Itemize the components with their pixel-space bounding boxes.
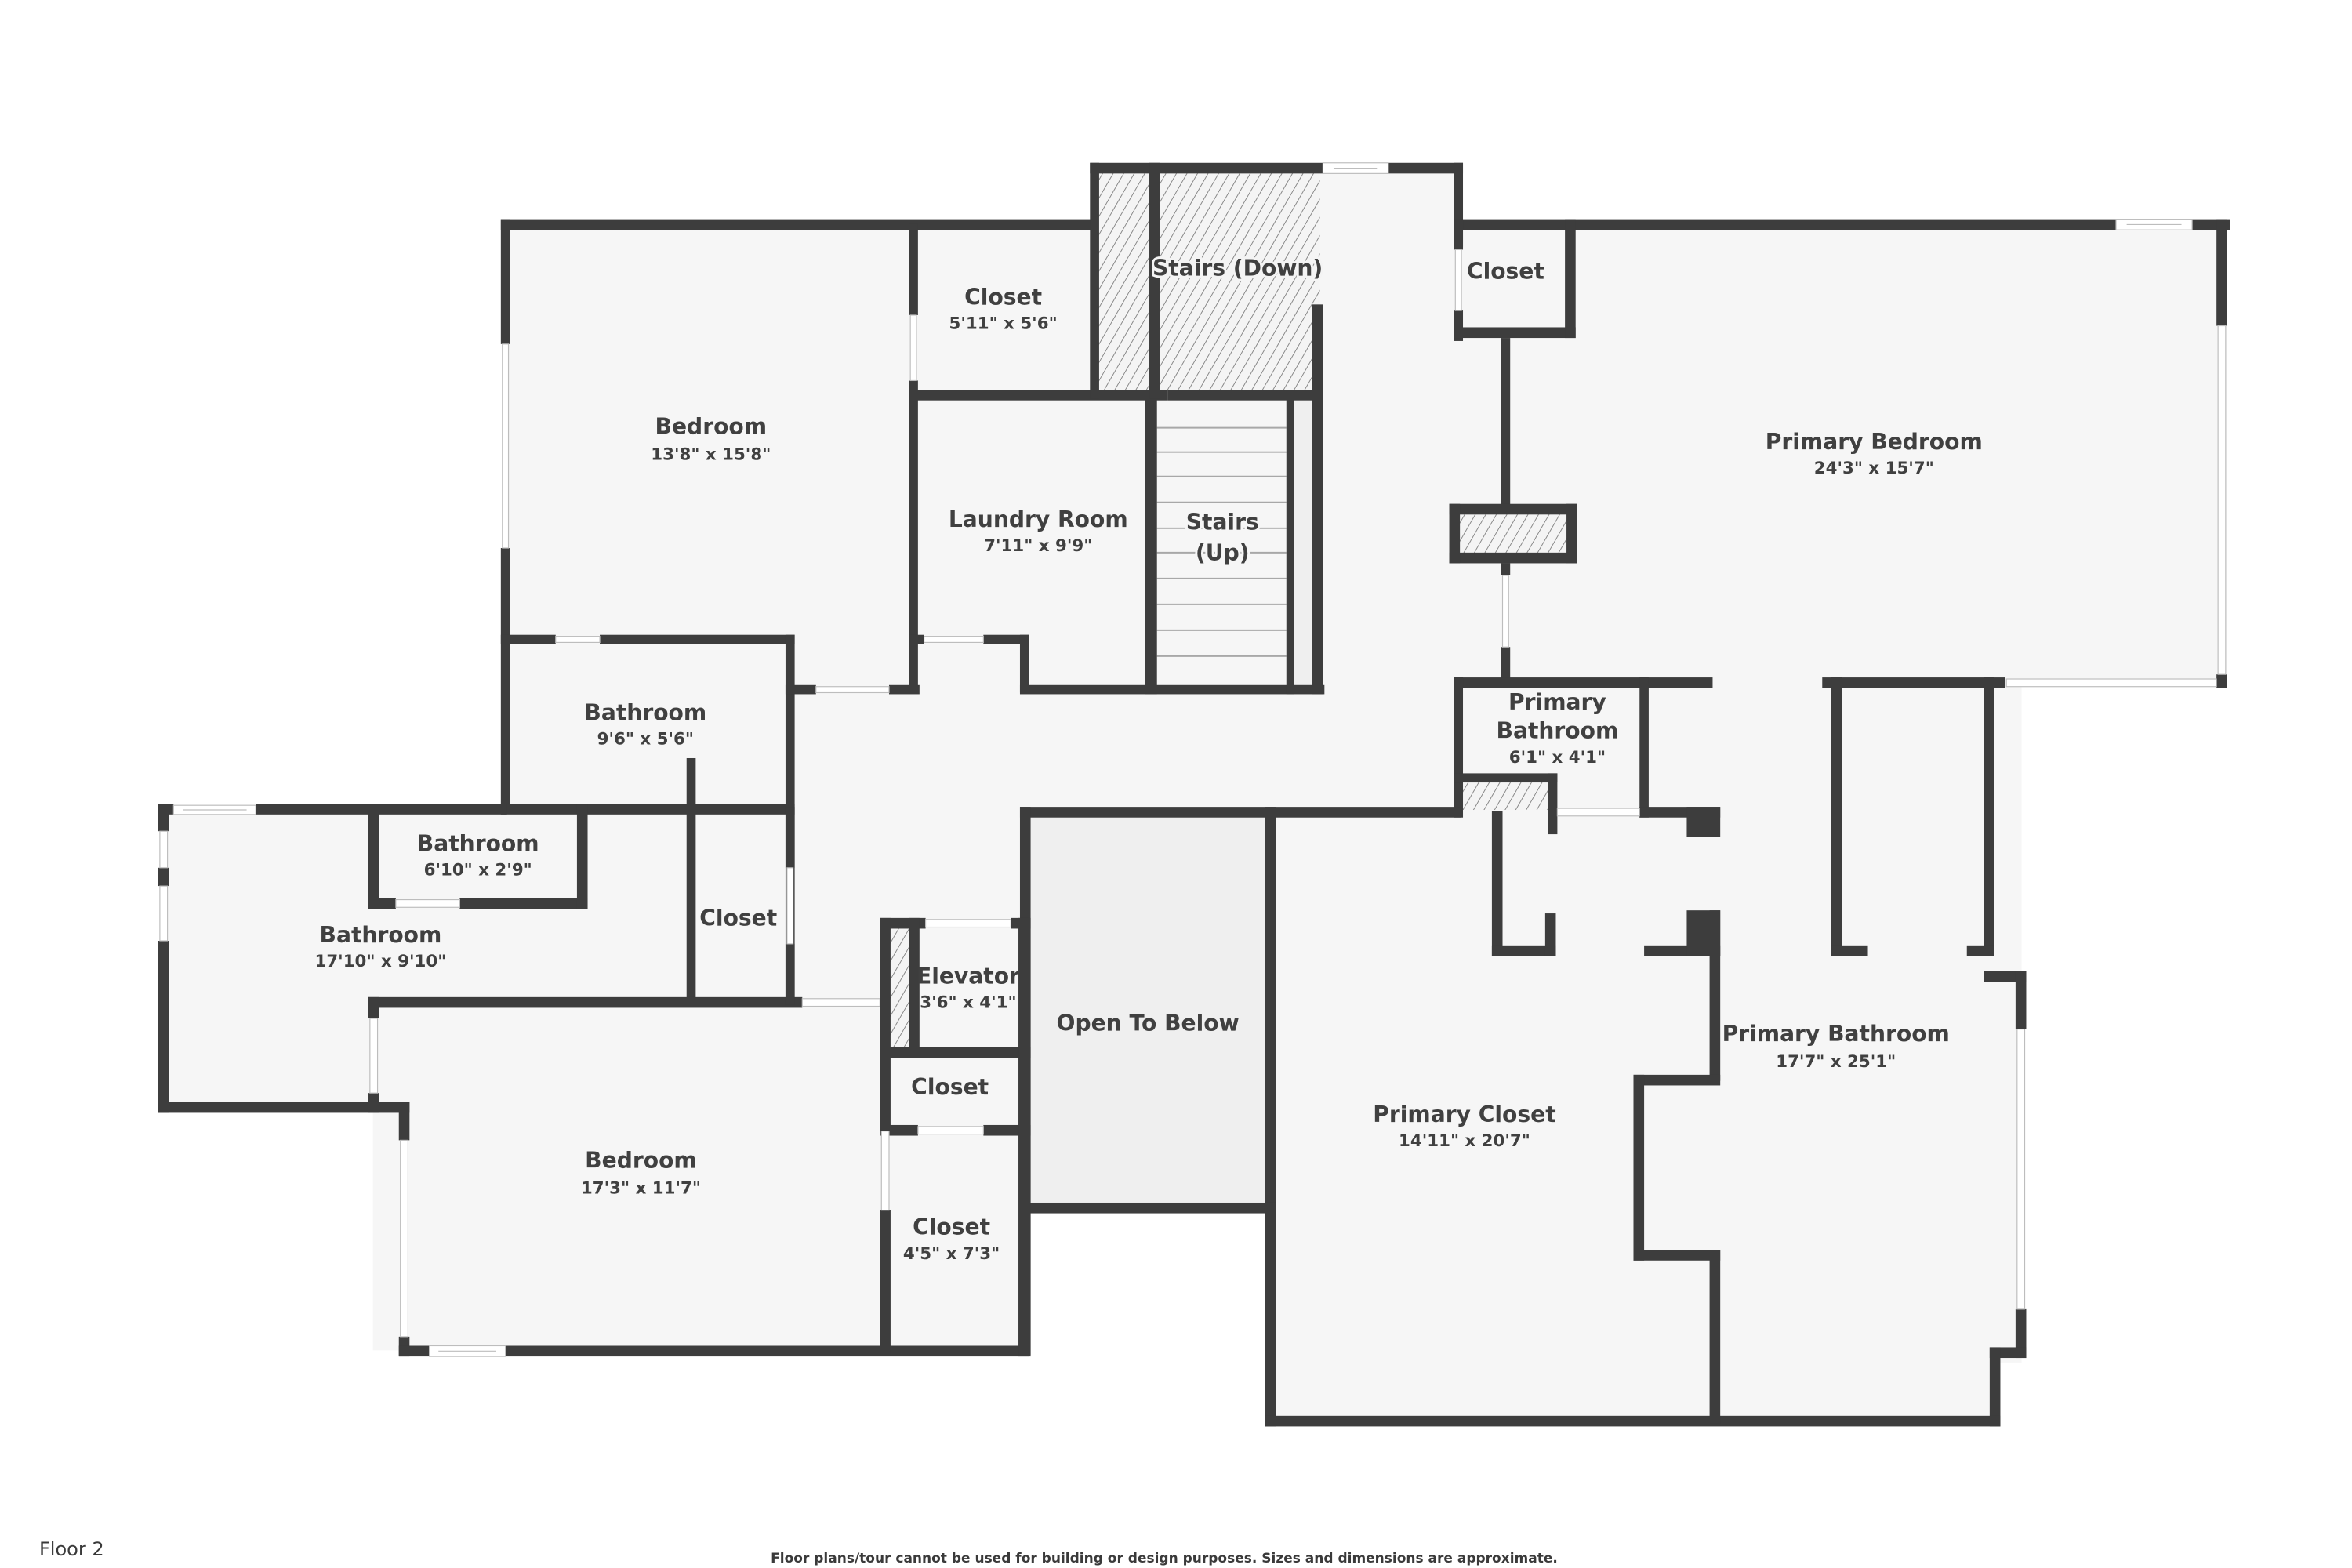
room-bedroom-1[interactable]: Bedroom 13'8" x 15'8" <box>651 413 771 464</box>
room-closet-4[interactable]: Closet <box>911 1074 989 1100</box>
walls <box>158 162 2230 1427</box>
windows <box>159 162 2227 1357</box>
room-primary-bathroom-small[interactable]: Primary Bathroom 6'1" x 4'1" <box>1497 689 1619 768</box>
room-open-to-below[interactable]: Open To Below <box>1057 1011 1240 1036</box>
disclaimer-text: Floor plans/tour cannot be used for buil… <box>771 1551 1558 1566</box>
stairs-up-treads <box>1156 398 1312 693</box>
room-elevator[interactable]: Elevator 3'6" x 4'1" <box>916 963 1020 1012</box>
room-name: Stairs <box>1186 510 1259 535</box>
room-dims: 17'7" x 25'1" <box>1776 1052 1896 1072</box>
room-dims: 17'10" x 9'10" <box>314 952 446 971</box>
room-dims: 3'6" x 4'1" <box>920 993 1016 1012</box>
room-dims: 7'11" x 9'9" <box>984 536 1092 556</box>
room-closet-5[interactable]: Closet 4'5" x 7'3" <box>903 1214 1000 1264</box>
room-closet-1[interactable]: Closet 5'11" x 5'6" <box>949 284 1058 333</box>
room-name: Open To Below <box>1057 1011 1240 1036</box>
room-primary-bathroom[interactable]: Primary Bathroom 17'7" x 25'1" <box>1722 1021 1950 1072</box>
room-name: Stairs (Down) <box>1152 255 1323 281</box>
hatched-areas <box>887 172 1715 1049</box>
room-name: Closet <box>911 1074 989 1100</box>
room-stairs-down[interactable]: Stairs (Down) <box>1150 253 1325 284</box>
room-dims: 17'3" x 11'7" <box>581 1178 701 1198</box>
room-closet-3[interactable]: Closet <box>699 906 777 931</box>
room-name-line2: Bathroom <box>1497 718 1619 744</box>
room-name: Laundry Room <box>949 506 1128 532</box>
room-name: Bedroom <box>585 1147 697 1173</box>
room-name: Closet <box>913 1214 990 1240</box>
room-dims: 6'1" x 4'1" <box>1509 748 1606 768</box>
open-to-below-area <box>1024 811 1270 1207</box>
room-dims: 13'8" x 15'8" <box>651 445 771 464</box>
room-name: Bathroom <box>417 830 539 856</box>
disclaimer-row: Floor plans/tour cannot be used for buil… <box>0 1551 2352 1566</box>
room-name: Bathroom <box>584 699 706 725</box>
room-name: Primary Closet <box>1373 1102 1555 1127</box>
room-dims: 4'5" x 7'3" <box>903 1244 1000 1264</box>
door-openings <box>369 249 1640 1211</box>
room-bathroom-2[interactable]: Bathroom 6'10" x 2'9" <box>417 830 539 880</box>
room-name-line2: (Up) <box>1196 540 1250 566</box>
room-bedroom-2[interactable]: Bedroom 17'3" x 11'7" <box>581 1147 701 1198</box>
room-name: Bathroom <box>320 922 442 948</box>
room-dims: 5'11" x 5'6" <box>949 314 1058 333</box>
floor-label: Floor 2 <box>39 1538 104 1560</box>
room-bathroom-1[interactable]: Bathroom 9'6" x 5'6" <box>584 699 706 749</box>
room-name: Bedroom <box>655 413 768 439</box>
room-dims: 14'11" x 20'7" <box>1399 1131 1530 1151</box>
room-closet-2[interactable]: Closet <box>1467 258 1544 284</box>
room-primary-bedroom[interactable]: Primary Bedroom 24'3" x 15'7" <box>1766 429 1983 478</box>
room-laundry[interactable]: Laundry Room 7'11" x 9'9" <box>949 506 1128 556</box>
room-name: Closet <box>1467 258 1544 284</box>
room-name: Closet <box>964 284 1042 310</box>
room-bathroom-3[interactable]: Bathroom 17'10" x 9'10" <box>314 922 446 971</box>
room-dims: 24'3" x 15'7" <box>1814 459 1934 478</box>
room-name: Elevator <box>916 963 1020 989</box>
room-primary-closet[interactable]: Primary Closet 14'11" x 20'7" <box>1373 1102 1555 1151</box>
room-name: Closet <box>699 906 777 931</box>
room-name: Primary Bathroom <box>1722 1021 1950 1047</box>
room-dims: 9'6" x 5'6" <box>597 730 694 750</box>
room-stairs-up[interactable]: Stairs (Up) <box>1184 507 1261 568</box>
room-dims: 6'10" x 2'9" <box>424 861 532 880</box>
room-name: Primary <box>1508 689 1606 715</box>
room-name: Primary Bedroom <box>1766 429 1983 455</box>
